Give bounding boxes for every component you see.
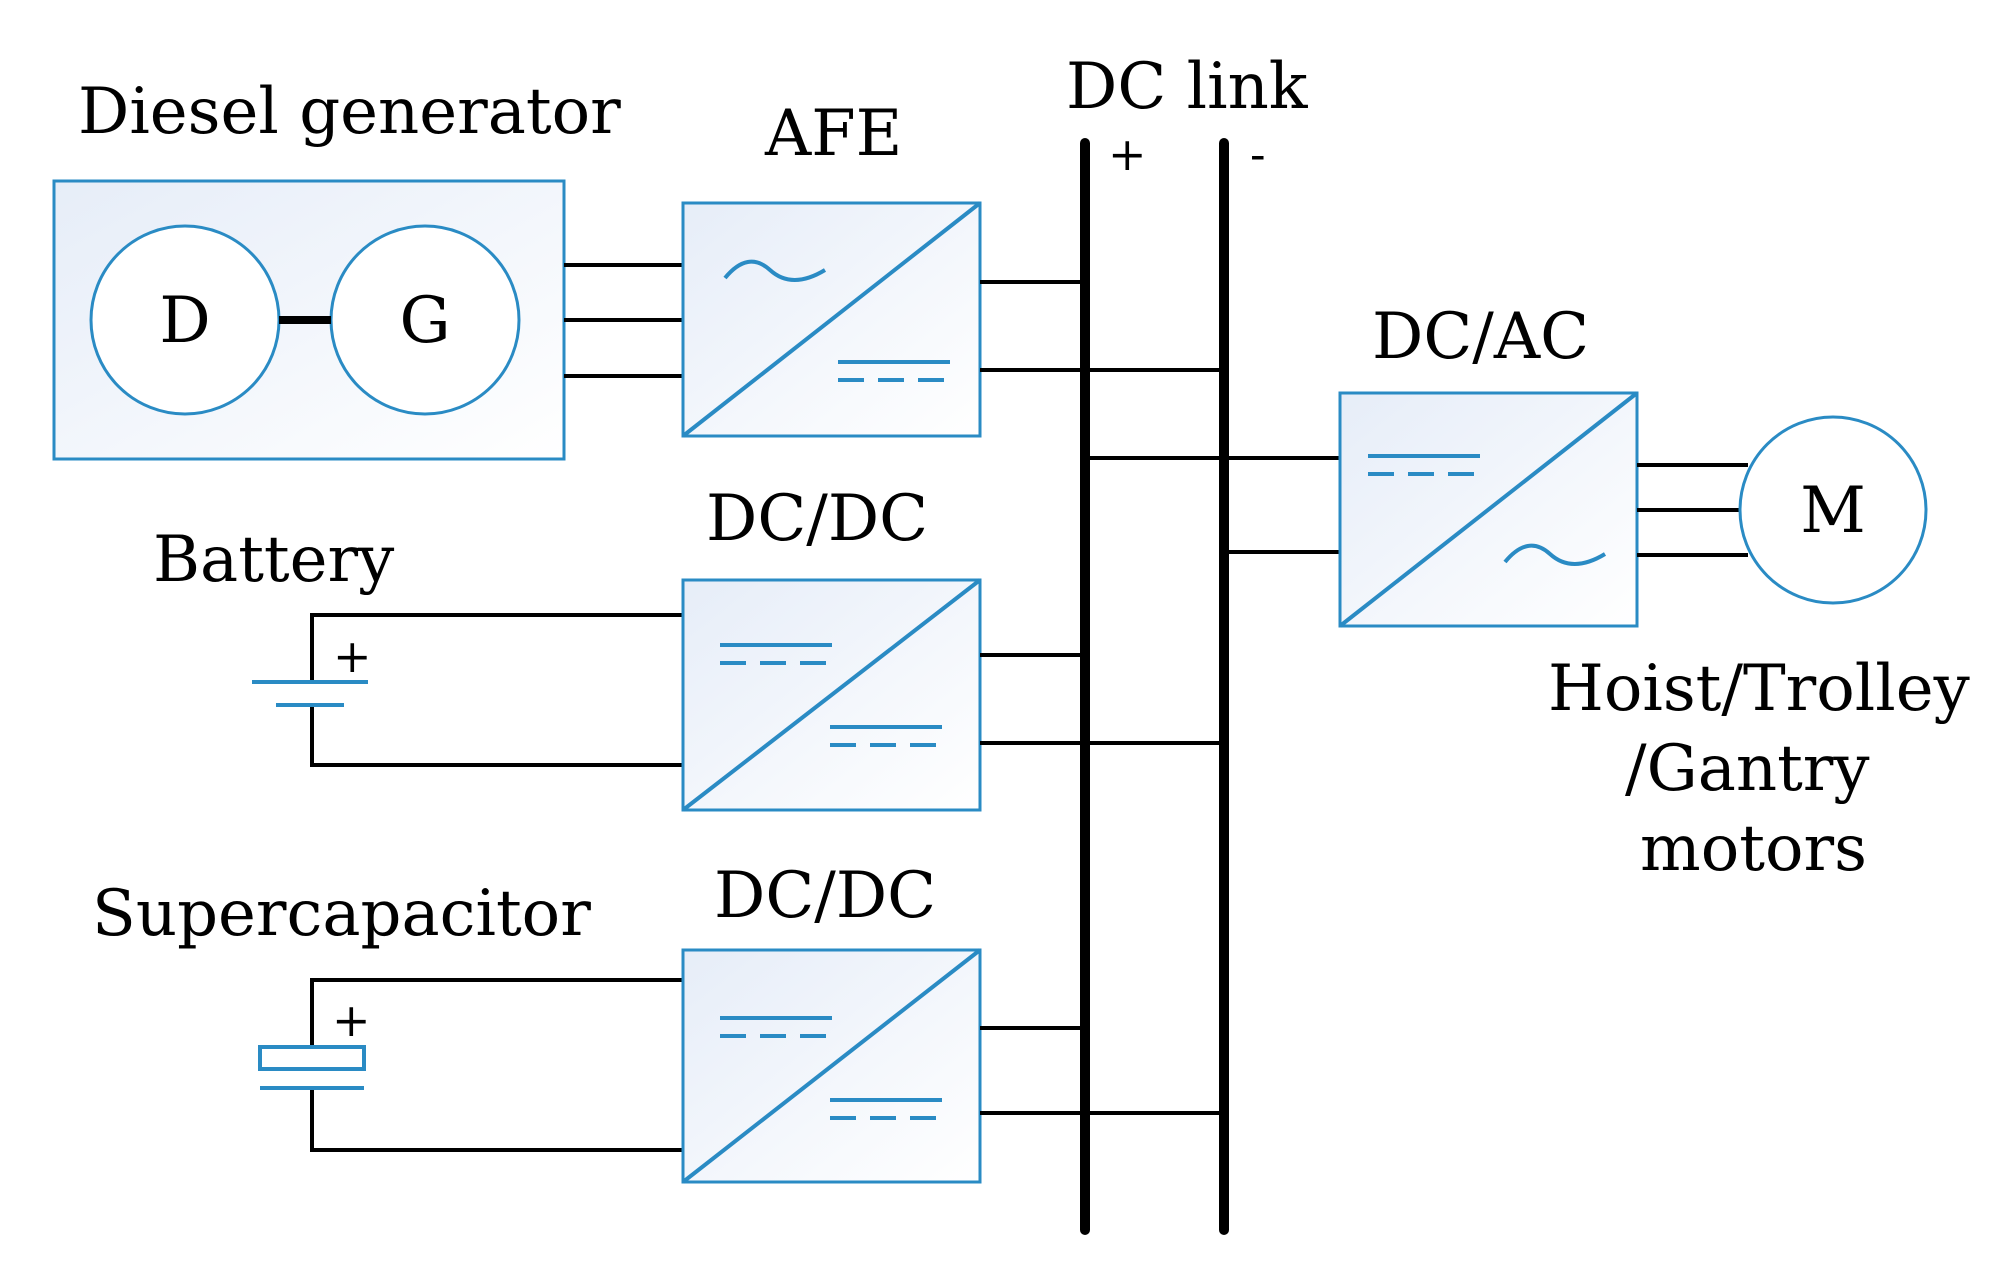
dc-link-plus-label: + (1108, 127, 1147, 181)
motor-letter: M (1800, 474, 1866, 548)
dc-dc-supercap-label: DC/DC (714, 859, 936, 933)
battery-plus-sign: + (333, 629, 372, 683)
dc-link-label: DC link (1066, 50, 1309, 124)
motors-label-line3: motors (1640, 812, 1867, 886)
diesel-letter: D (159, 284, 210, 358)
battery-branch: + (252, 613, 683, 767)
motor-circle (1738, 415, 1928, 605)
dc-ac-label: DC/AC (1372, 300, 1589, 374)
motors-label-line2: /Gantry (1625, 732, 1870, 806)
battery-dc-wires (980, 653, 1224, 745)
diesel-generator-block: D G (52, 179, 566, 461)
dc-dc-supercap-converter (681, 948, 982, 1184)
afe-label: AFE (764, 97, 902, 171)
supercapacitor-branch: + (258, 978, 683, 1152)
supercap-plate-outline (258, 1045, 366, 1071)
dc-ac-inverter (1338, 391, 1639, 628)
ac-wave-icon-inverter (1503, 543, 1607, 566)
supercap-dc-wires (980, 1026, 1224, 1115)
supercap-plus-sign: + (332, 993, 371, 1047)
supercapacitor-label: Supercapacitor (92, 877, 591, 951)
generator-ac-wires (564, 263, 683, 378)
afe-dc-wires (980, 280, 1224, 372)
dc-link-minus-label: - (1250, 127, 1266, 181)
dc-dc-battery-converter (681, 578, 982, 812)
diesel-generator-label: Diesel generator (78, 75, 621, 149)
generator-letter: G (399, 284, 450, 358)
afe-converter (681, 201, 982, 438)
battery-label: Battery (153, 523, 394, 597)
dc-dc-battery-label: DC/DC (706, 482, 928, 556)
motor: M (1738, 415, 1928, 605)
motors-label-line1: Hoist/Trolley (1548, 652, 1970, 726)
ac-wave-icon (723, 259, 827, 282)
dc-link-to-inverter-wires (1085, 456, 1340, 554)
motor-ac-wires (1637, 463, 1748, 557)
